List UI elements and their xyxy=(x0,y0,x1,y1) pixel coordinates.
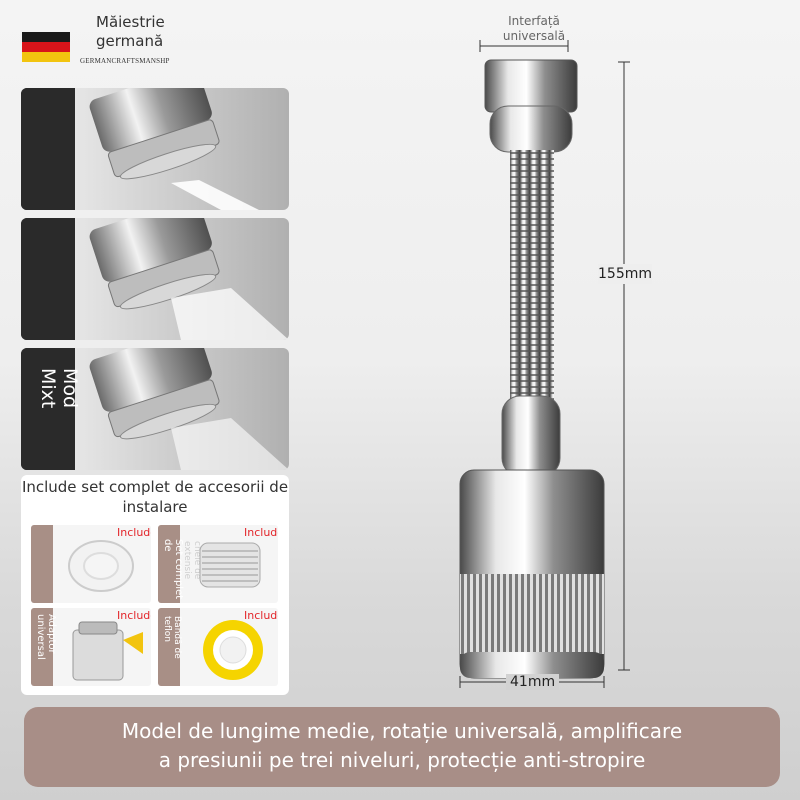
accessory-extension-set: Set complet de cheie de extensie Include xyxy=(158,525,278,603)
flag-stripe-red xyxy=(22,42,70,52)
aerator-mixed-image xyxy=(21,348,289,470)
brand-title: Măiestrie germană xyxy=(96,13,165,50)
germany-flag-icon xyxy=(22,32,70,62)
teflon-tape-icon xyxy=(203,620,263,680)
banner-line-2: a presiunii pe trei niveluri, protecție … xyxy=(158,748,646,772)
accessory-label-secondary: cheie de extensie xyxy=(182,541,202,580)
accessory-universal-adapter: Adaptor universal Include xyxy=(31,608,151,686)
width-label: 41mm xyxy=(506,674,560,690)
mode-panel-mixed: Mod Mixt xyxy=(21,348,289,470)
mode-panel-stream xyxy=(21,88,289,210)
accessories-panel: Include set complet de accesorii de inst… xyxy=(21,475,289,695)
brand-subtitle: GERMANCRAFTSMANSHP xyxy=(80,57,170,65)
mode-label-mixed: Mod Mixt xyxy=(37,368,81,409)
include-badge: Include xyxy=(244,526,278,539)
card-strip xyxy=(158,608,180,686)
card-strip xyxy=(158,525,180,603)
mode-label xyxy=(33,238,81,320)
flag-stripe-gold xyxy=(22,52,70,62)
aerator-stream-image xyxy=(21,88,259,210)
card-strip xyxy=(31,608,53,686)
accessory-teflon-tape: Bandă de teflon Include xyxy=(158,608,278,686)
include-badge: Include xyxy=(117,609,151,622)
faucet-extender-image xyxy=(459,40,630,688)
accessories-title: Include set complet de accesorii de inst… xyxy=(21,478,289,516)
feature-banner: Model de lungime medie, rotație universa… xyxy=(24,707,780,787)
accessory-label: Bandă de teflon xyxy=(162,616,182,659)
include-badge: Include xyxy=(117,526,151,539)
card-strip xyxy=(31,525,53,603)
mode-panel-spray xyxy=(21,218,289,340)
banner-line-1: Model de lungime medie, rotație universa… xyxy=(121,719,683,743)
accessory-washer: Include xyxy=(31,525,151,603)
mode-label xyxy=(33,108,81,190)
washer-icon xyxy=(68,540,134,592)
flag-stripe-black xyxy=(22,32,70,42)
length-label: 155mm xyxy=(598,264,652,284)
interface-label: Interfață universală xyxy=(502,14,566,43)
adapter-icon xyxy=(72,621,143,681)
accessory-label: Adaptor universal xyxy=(35,614,57,660)
aerator-spray-image xyxy=(21,218,289,340)
threaded-adapter-icon xyxy=(199,542,261,588)
include-badge: Include xyxy=(244,609,278,622)
accessory-label: Set complet de xyxy=(162,539,184,600)
